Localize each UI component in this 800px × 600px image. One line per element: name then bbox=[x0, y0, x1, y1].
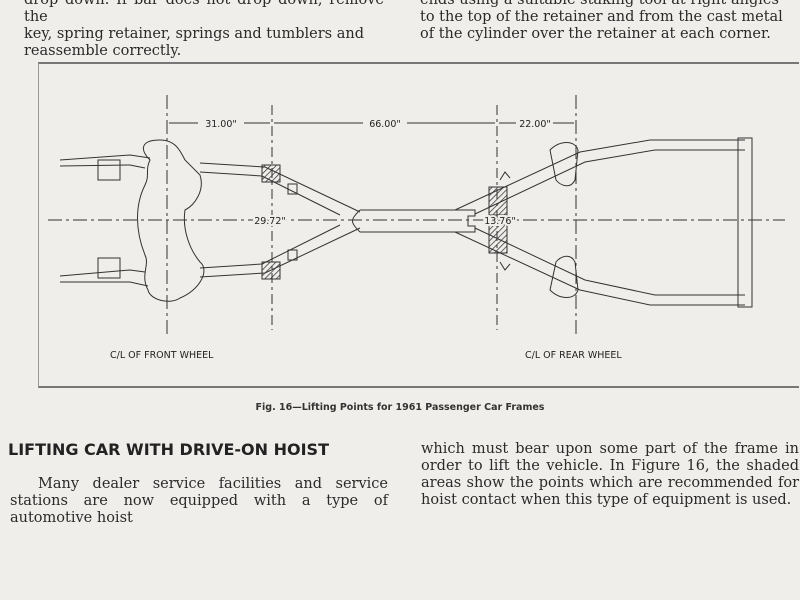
figure-frame bbox=[38, 62, 799, 388]
frame-diagram: 31.00" 66.00" 22.00" 29.72" 13.76" C/L O… bbox=[48, 95, 785, 361]
text-line: ends using a suitable staking tool at ri… bbox=[420, 0, 779, 8]
dimension-13-76: 13.76" bbox=[484, 216, 516, 227]
text-line: reassemble correctly. bbox=[24, 43, 182, 59]
lift-point-front-upper bbox=[261, 164, 281, 183]
dimension-66: 66.00" bbox=[369, 119, 401, 130]
text-line: key, spring retainer, springs and tumble… bbox=[24, 26, 364, 42]
text-line: to the top of the retainer and from the … bbox=[420, 9, 783, 25]
front-wheel-label: C/L OF FRONT WHEEL bbox=[110, 350, 214, 361]
center-x-member bbox=[352, 209, 470, 233]
lift-point-rear-lower bbox=[488, 224, 508, 254]
figure-caption: Fig. 16—Lifting Points for 1961 Passenge… bbox=[255, 402, 545, 413]
top-right-text: ends using a suitable staking tool at ri… bbox=[420, 0, 800, 43]
right-paragraph: which must bear upon some part of the fr… bbox=[421, 441, 799, 508]
rear-rail-upper bbox=[454, 139, 745, 215]
front-crossmember bbox=[137, 139, 205, 302]
rear-rail-lower bbox=[454, 227, 745, 306]
top-left-text: drop down. If bar does not drop down, re… bbox=[24, 0, 384, 60]
dimension-29-72: 29.72" bbox=[254, 216, 286, 227]
lift-points bbox=[261, 164, 508, 280]
rear-wheel-label: C/L OF REAR WHEEL bbox=[525, 350, 622, 361]
lift-point-front-lower bbox=[261, 261, 281, 280]
text-line: of the cylinder over the retainer at eac… bbox=[420, 26, 771, 42]
rear-crossmember bbox=[737, 137, 753, 308]
section-heading: LIFTING CAR WITH DRIVE-ON HOIST bbox=[8, 440, 329, 459]
dimension-22: 22.00" bbox=[519, 119, 551, 130]
dimension-31: 31.00" bbox=[205, 119, 237, 130]
text-line: drop down. If bar does not drop down, re… bbox=[24, 0, 384, 25]
left-paragraph: Many dealer service facilities and servi… bbox=[10, 476, 388, 526]
lift-point-rear-upper bbox=[488, 186, 508, 216]
